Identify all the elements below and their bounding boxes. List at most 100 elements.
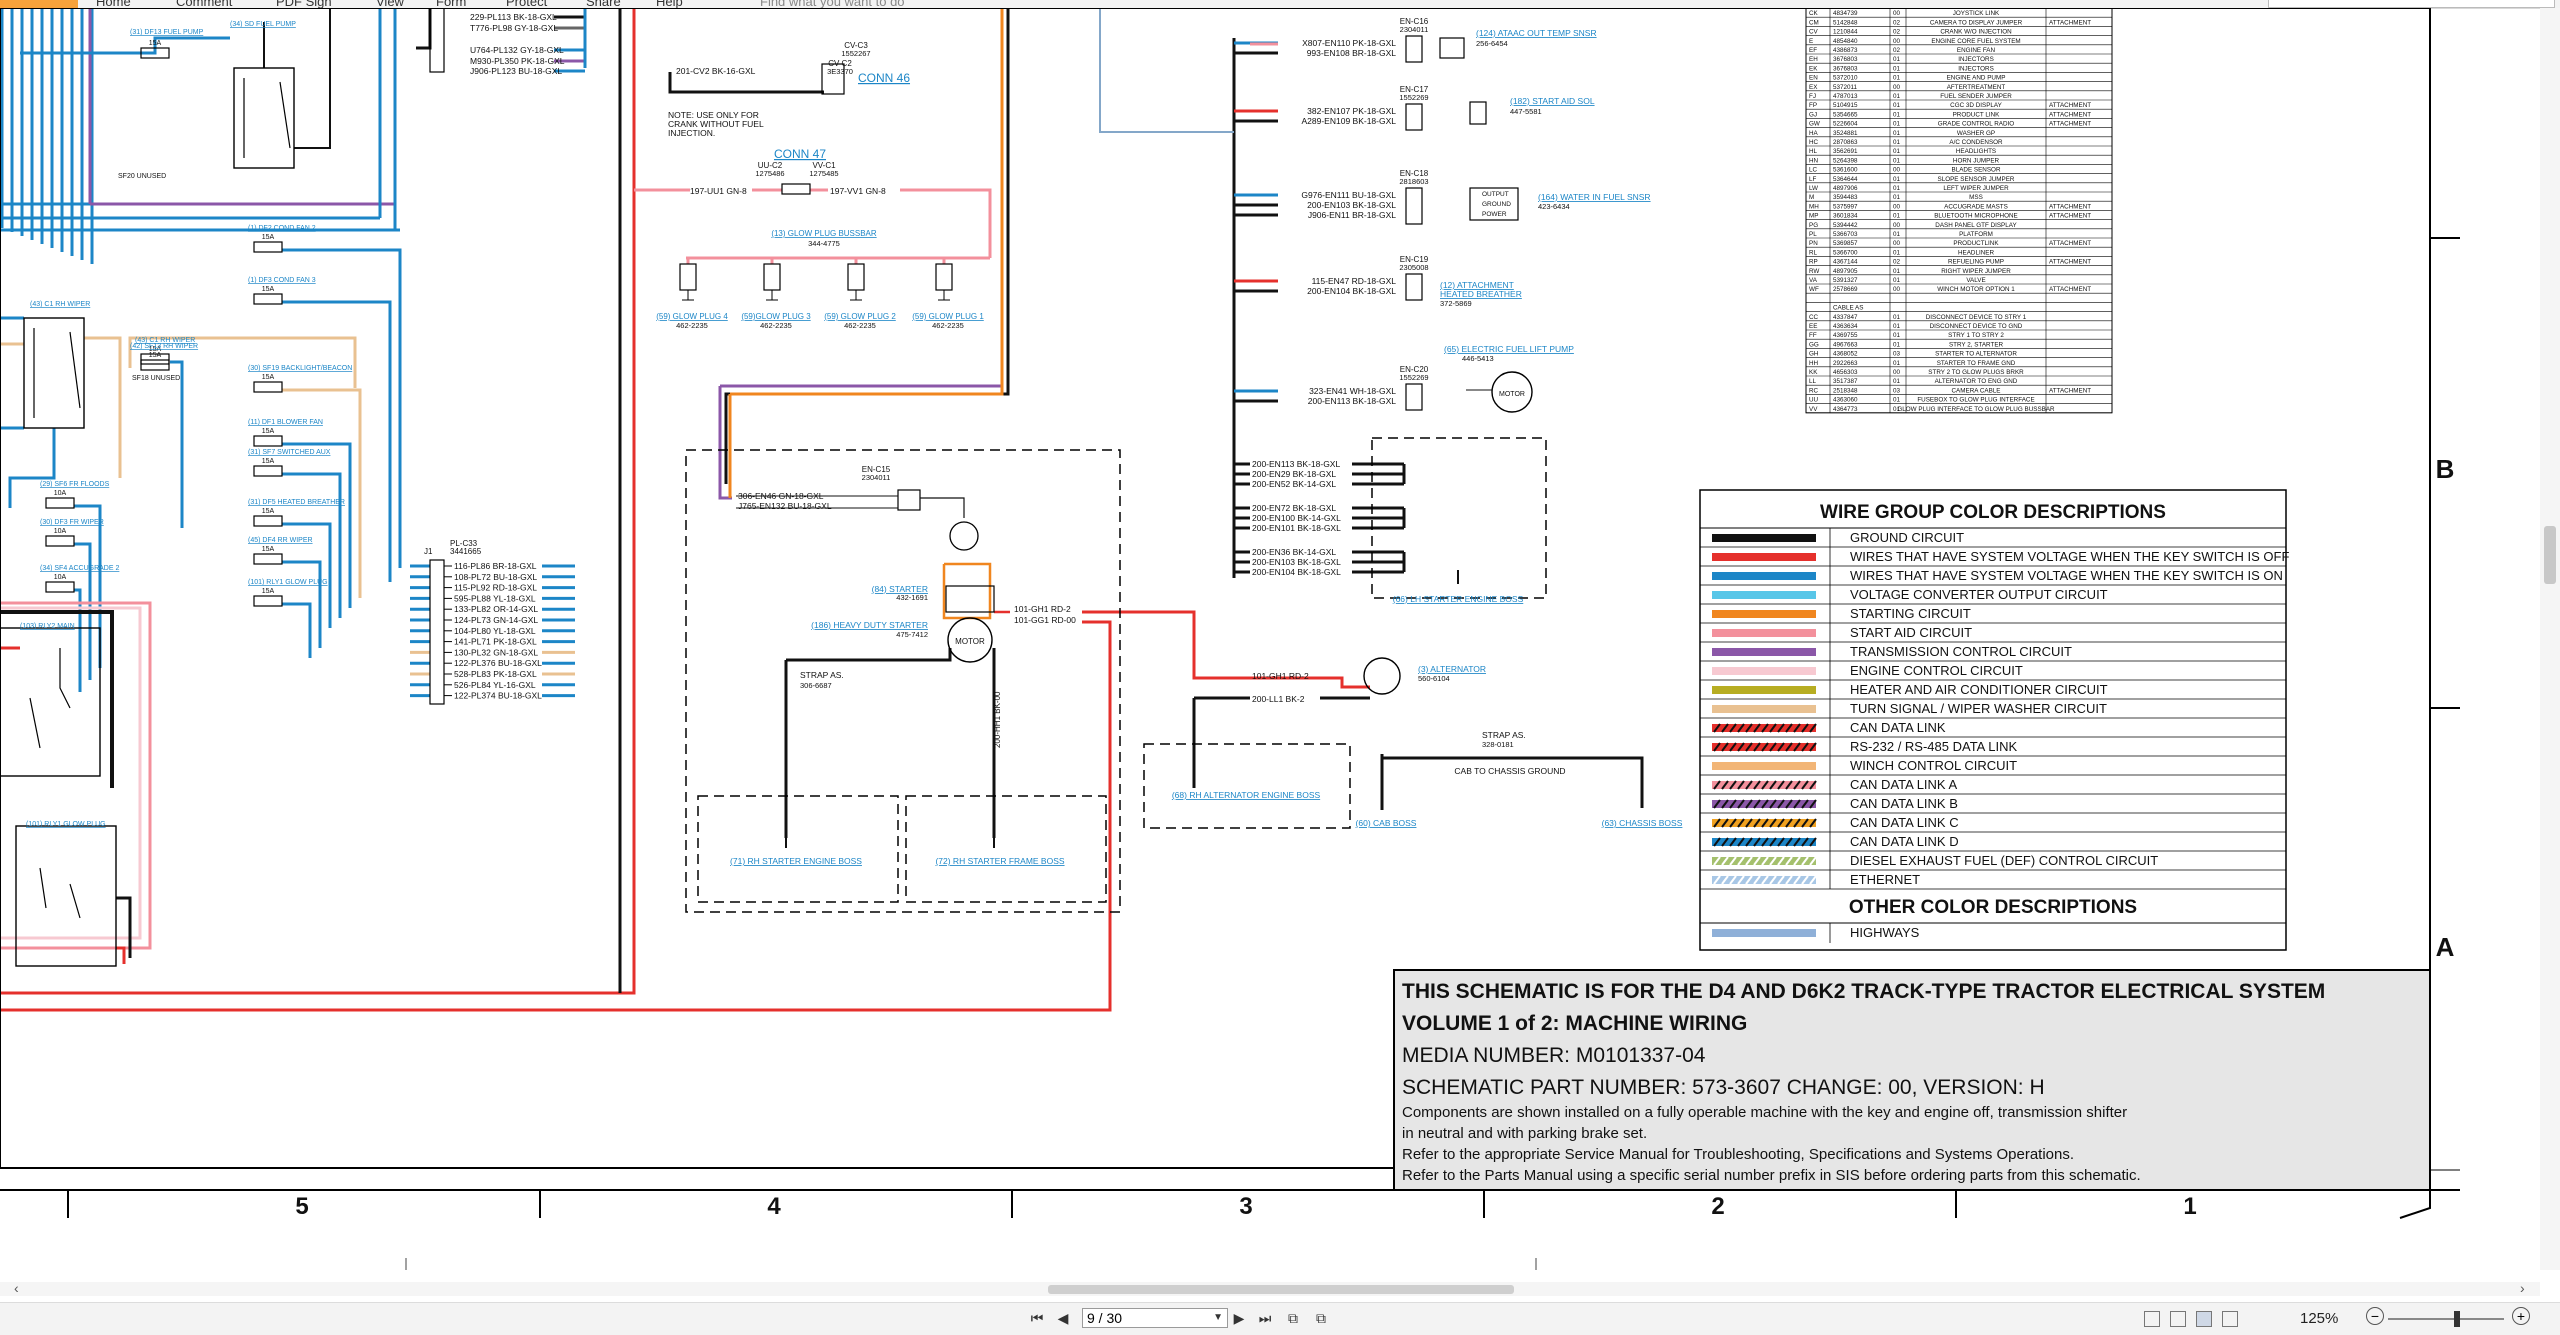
- label: 462-2235: [676, 321, 708, 330]
- page-view-alt-icon[interactable]: ⧉: [1316, 1310, 1326, 1326]
- table-cell: 5361600: [1833, 167, 1858, 174]
- horizontal-scrollbar[interactable]: ‹ ›: [0, 1280, 2540, 1296]
- relay: [233, 67, 295, 169]
- scroll-left-icon[interactable]: ‹: [14, 1280, 19, 1296]
- table-cell: ENGINE CORE FUEL SYSTEM: [1931, 38, 2020, 45]
- legend-stripe: [1793, 723, 1801, 733]
- legend-stripe: [1753, 799, 1761, 809]
- page-number-input[interactable]: 9 / 30▼: [1082, 1308, 1228, 1328]
- table-cell: RL: [1809, 249, 1818, 256]
- label: 462-2235: [760, 321, 792, 330]
- legend-stripe: [1737, 799, 1745, 809]
- label: EN-C16: [1400, 17, 1429, 26]
- last-page-icon[interactable]: ⏭: [1258, 1310, 1272, 1326]
- menu-share[interactable]: Share: [586, 0, 621, 9]
- legend-stripe: [1753, 780, 1761, 790]
- table-cell: 00: [1893, 10, 1901, 17]
- zoom-slider[interactable]: [2388, 1311, 2504, 1327]
- first-page-icon[interactable]: ⏮: [1030, 1310, 1044, 1326]
- wire-label: 116-PL86 BR-18-GXL: [454, 561, 537, 571]
- label: 446-5413: [1462, 354, 1494, 363]
- scroll-view-icon[interactable]: [2222, 1311, 2238, 1327]
- app-logo[interactable]: [0, 0, 78, 8]
- menu-form[interactable]: Form: [436, 0, 467, 9]
- previous-page-icon[interactable]: ◀: [1057, 1310, 1069, 1326]
- scroll-right-icon[interactable]: ›: [2520, 1280, 2525, 1296]
- continuous-view-icon[interactable]: [2170, 1311, 2186, 1327]
- page-view-icon[interactable]: ⧉: [1288, 1310, 1298, 1326]
- table-cell: 00: [1893, 203, 1901, 210]
- table-cell: ATTACHMENT: [2049, 121, 2091, 128]
- next-page-icon[interactable]: ▶: [1233, 1310, 1245, 1326]
- legend-label: TRANSMISSION CONTROL CIRCUIT: [1850, 644, 2072, 659]
- legend-stripe: [1785, 837, 1793, 847]
- table-cell: PN: [1809, 240, 1818, 247]
- table-cell: 5354665: [1833, 111, 1858, 118]
- single-page-view-icon[interactable]: [2144, 1311, 2160, 1327]
- horizontal-scroll-thumb[interactable]: [1048, 1285, 1514, 1294]
- table-cell: EE: [1809, 323, 1817, 330]
- legend-stripe: [1809, 780, 1817, 790]
- table-cell: 2922663: [1833, 360, 1858, 367]
- table-cell: 5369857: [1833, 240, 1858, 247]
- chevron-down-icon[interactable]: ▼: [1213, 1312, 1223, 1323]
- legend-stripe: [1801, 742, 1809, 752]
- vertical-scroll-thumb[interactable]: [2544, 526, 2556, 584]
- label: VV-C1: [812, 161, 836, 170]
- wire-ground: [416, 8, 432, 50]
- relay-contact: [59, 648, 71, 709]
- table-cell: RC: [1809, 387, 1819, 394]
- table-cell: SLOPE SENSOR JUMPER: [1938, 176, 2015, 183]
- two-page-view-icon[interactable]: [2196, 1311, 2212, 1327]
- legend-stripe: [1769, 837, 1777, 847]
- fuse: [45, 497, 75, 509]
- table-cell: VALVE: [1966, 277, 1985, 284]
- legend-stripe: [1793, 799, 1801, 809]
- label: (60) CAB BOSS: [1356, 818, 1417, 828]
- menu-pdf-sign[interactable]: PDF Sign: [276, 0, 332, 9]
- zoom-out-icon[interactable]: −: [2366, 1307, 2384, 1325]
- tell-me-search[interactable]: Find what you want to do: [760, 0, 905, 9]
- table-cell: 3524881: [1833, 130, 1858, 137]
- menu-comment[interactable]: Comment: [176, 0, 233, 9]
- legend-stripe: [1809, 875, 1817, 885]
- table-cell: ATTACHMENT: [2049, 102, 2091, 109]
- label: 432-1691: [896, 593, 928, 602]
- zoom-level[interactable]: 125%: [2300, 1310, 2339, 1327]
- legend-stripe: [1729, 723, 1737, 733]
- table-cell: 4364773: [1833, 406, 1858, 413]
- label: 306-6687: [800, 681, 832, 690]
- menu-home[interactable]: Home: [96, 0, 131, 9]
- table-cell: 01: [1893, 249, 1901, 256]
- menu-view[interactable]: View: [376, 0, 404, 9]
- menu-protect[interactable]: Protect: [506, 0, 548, 9]
- label: (66) LH STARTER ENGINE BOSS: [1393, 594, 1524, 604]
- conn46-plug: [821, 63, 845, 95]
- label: CONN 47: [774, 147, 826, 161]
- label: J765-EN132 BU-18-GXL: [738, 501, 832, 511]
- legend-stripe: [1809, 723, 1817, 733]
- legend-stripe: [1713, 799, 1721, 809]
- legend-stripe: [1793, 856, 1801, 866]
- zoom-slider-handle[interactable]: [2454, 1311, 2460, 1327]
- vertical-scrollbar[interactable]: [2540, 8, 2560, 1270]
- find-input[interactable]: [2268, 0, 2555, 8]
- table-cell: 01: [1893, 213, 1901, 220]
- fuse: [140, 359, 170, 371]
- table-cell: CC: [1809, 314, 1819, 321]
- fuse-rating: 15A: [262, 508, 275, 515]
- table-cell: 01: [1893, 194, 1901, 201]
- label: (103) RLY2 MAIN: [20, 623, 75, 630]
- legend-label: CAN DATA LINK D: [1850, 834, 1959, 849]
- table-cell: 01: [1893, 75, 1901, 82]
- table-cell: PRODUCT LINK: [1953, 111, 2001, 118]
- title-line: THIS SCHEMATIC IS FOR THE D4 AND D6K2 TR…: [1402, 980, 2325, 1003]
- zoom-in-icon[interactable]: +: [2512, 1307, 2530, 1325]
- menu-help[interactable]: Help: [656, 0, 683, 9]
- relay-contact: [39, 867, 47, 909]
- highway: [1099, 8, 1234, 133]
- legend-stripe: [1713, 742, 1721, 752]
- table-cell: 5366700: [1833, 249, 1858, 256]
- legend-label: ETHERNET: [1850, 872, 1920, 887]
